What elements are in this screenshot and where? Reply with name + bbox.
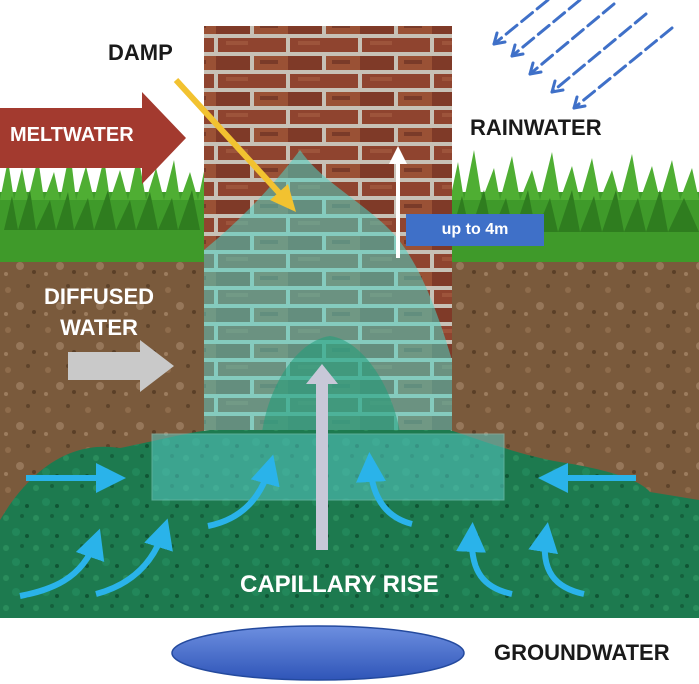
meltwater-label: MELTWATER: [10, 124, 134, 146]
diffused-water-label: DIFFUSED WATER: [44, 281, 154, 343]
grass-left: [0, 150, 206, 262]
damp-arrow: [173, 77, 296, 212]
height-badge: up to 4m: [406, 214, 544, 246]
rain-streaks: [492, 0, 674, 110]
meltwater-arrow: [0, 92, 186, 184]
height-arrow: [389, 146, 407, 258]
capillary-rise-label: CAPILLARY RISE: [240, 571, 439, 598]
diffused-water-label-line2: WATER: [60, 315, 138, 340]
groundwater-label: GROUNDWATER: [494, 640, 670, 665]
damp-patch: [204, 150, 452, 430]
water-flow-arrows: [19, 452, 636, 599]
diffused-water-arrow: [68, 340, 174, 392]
rainwater-label: RAINWATER: [470, 115, 602, 140]
damp-label: DAMP: [108, 40, 173, 65]
capillary-arrow: [306, 364, 338, 550]
groundwater-pool: [171, 625, 465, 681]
diffused-water-label-line1: DIFFUSED: [44, 284, 154, 309]
